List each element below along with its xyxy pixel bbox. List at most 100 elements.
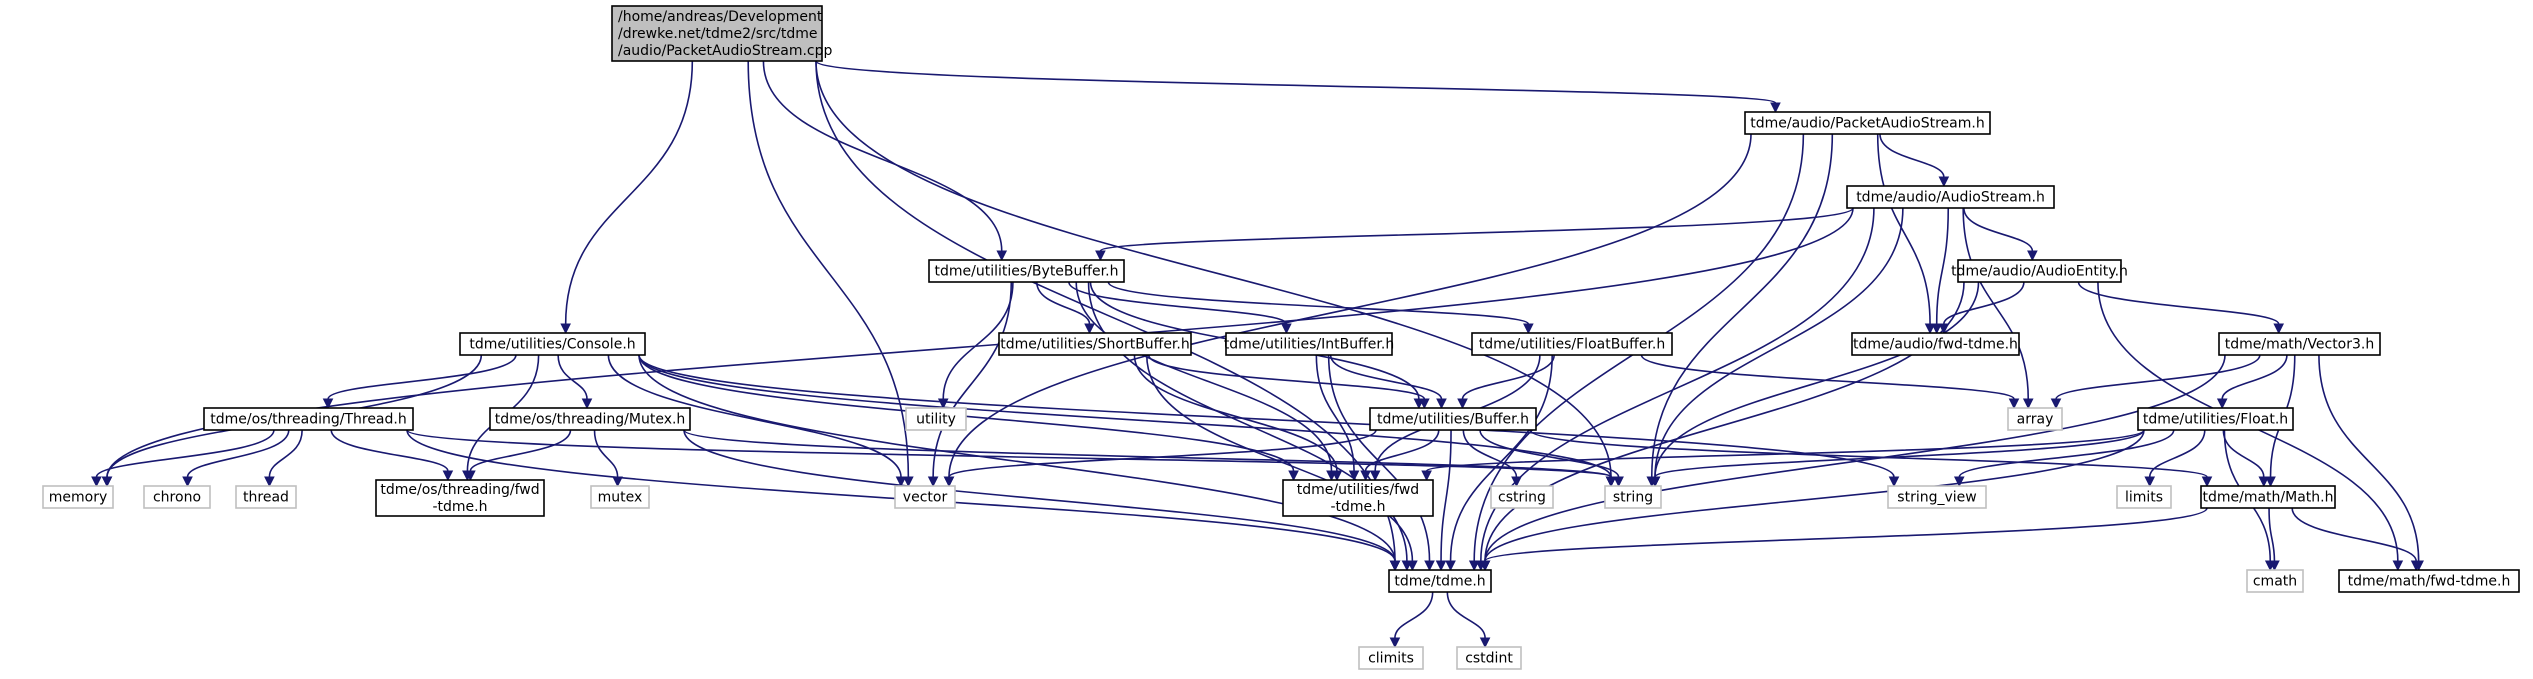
edge-line xyxy=(1484,281,1965,562)
edge-console_h-to-thread_h xyxy=(322,354,517,410)
edge-line xyxy=(1075,281,1333,472)
node-string: string xyxy=(1604,485,1662,509)
node-label: mutex xyxy=(598,490,643,506)
node-mutex-h[interactable]: tdme/os/threading/Mutex.h xyxy=(489,407,691,431)
edge-arrowhead xyxy=(2265,476,2276,488)
edge-line xyxy=(1099,207,1854,252)
node-math-h[interactable]: tdme/math/Math.h xyxy=(2200,485,2336,509)
edge-line xyxy=(2222,429,2265,478)
node-label: tdme/math/Vector3.h xyxy=(2225,337,2374,353)
edge-bytebuf_h-to-tdme_h xyxy=(1087,281,1413,572)
edge-arrowhead xyxy=(1924,323,1936,335)
edge-line xyxy=(638,354,1396,562)
node-box xyxy=(1846,185,2055,209)
node-box xyxy=(375,479,545,517)
edge-tdme_h-to-cstdint xyxy=(1446,591,1491,649)
edge-ae_h-to-audio_fwd xyxy=(1938,281,2025,335)
node-intbuf-h[interactable]: tdme/utilities/IntBuffer.h xyxy=(1224,332,1394,356)
edge-mutex_h-to-string xyxy=(683,429,1617,488)
edge-buffer_h-to-vector xyxy=(943,429,1377,488)
edge-bytebuf_h-to-shortbuf_h xyxy=(1035,281,1095,335)
node-label: tdme/audio/fwd-tdme.h xyxy=(1853,337,2018,353)
edge-line xyxy=(186,429,290,478)
node-thread-h[interactable]: tdme/os/threading/Thread.h xyxy=(203,407,414,431)
node-label: tdme/utilities/ShortBuffer.h xyxy=(1000,337,1189,353)
edge-math_h-to-tdme_h xyxy=(1479,507,2208,572)
node-label: string xyxy=(1613,490,1653,506)
edge-ae_h-to-vec3_h xyxy=(2077,281,2285,335)
edge-line xyxy=(948,429,1377,478)
node-label: /home/andreas/Development xyxy=(618,9,823,25)
node-shortbuf-h[interactable]: tdme/utilities/ShortBuffer.h xyxy=(998,332,1192,356)
node-vec3-h[interactable]: tdme/math/Vector3.h xyxy=(2218,332,2381,356)
edge-arrowhead xyxy=(91,476,102,488)
edge-arrowhead xyxy=(1095,250,1106,262)
node-box xyxy=(1369,407,1537,431)
node-float-h[interactable]: tdme/utilities/Float.h xyxy=(2137,407,2294,431)
edge-line xyxy=(1364,429,1440,472)
node-memory: memory xyxy=(42,485,114,509)
edge-arrowhead xyxy=(1479,560,1491,572)
node-label: /drewke.net/tdme2/src/tdme xyxy=(618,26,818,42)
edge-pas_h-to-vector xyxy=(943,133,1752,488)
node-climits: climits xyxy=(1358,646,1424,670)
edge-bytebuf_h-to-floatbuf_h xyxy=(1107,281,1534,335)
node-console-h[interactable]: tdme/utilities/Console.h xyxy=(459,332,646,356)
node-label: tdme/audio/AudioStream.h xyxy=(1856,190,2045,206)
node-bytebuf-h[interactable]: tdme/utilities/ByteBuffer.h xyxy=(928,259,1125,283)
node-box xyxy=(894,485,956,509)
edge-arrowhead xyxy=(1445,560,1456,572)
node-box xyxy=(1225,332,1393,356)
node-math-fwd[interactable]: tdme/math/fwd-tdme.h xyxy=(2338,569,2520,593)
edge-line xyxy=(1640,354,2015,400)
edge-float_h-to-string_view xyxy=(1953,429,2175,488)
edge-line xyxy=(1425,429,2145,472)
edge-float_h-to-string xyxy=(1649,429,2145,488)
node-thr-fwd[interactable]: tdme/os/threading/fwd-tdme.h xyxy=(375,479,545,517)
edge-tdme_h-to-climits xyxy=(1389,591,1434,649)
node-mutex: mutex xyxy=(590,485,650,509)
node-main[interactable]: /home/andreas/Development/drewke.net/tdm… xyxy=(611,5,833,62)
node-box xyxy=(1282,479,1434,517)
edge-line xyxy=(330,429,449,472)
node-box xyxy=(1358,646,1424,670)
edge-arrowhead xyxy=(1938,176,1950,188)
edge-arrowhead xyxy=(612,476,623,488)
node-buffer-h[interactable]: tdme/utilities/Buffer.h xyxy=(1369,407,1537,431)
node-pas-h[interactable]: tdme/audio/PacketAudioStream.h xyxy=(1744,111,1991,135)
node-label: tdme/os/threading/Mutex.h xyxy=(495,412,686,428)
node-cmath: cmath xyxy=(2246,569,2304,593)
node-box xyxy=(1604,485,1662,509)
edge-buffer_h-to-tdme_h xyxy=(1435,429,1452,572)
edge-arrowhead xyxy=(1770,102,1781,114)
edge-arrowhead xyxy=(943,476,955,488)
node-cstring: cstring xyxy=(1490,485,1554,509)
edge-line xyxy=(268,429,303,478)
edge-line xyxy=(747,60,910,478)
edge-line xyxy=(1394,591,1434,639)
edge-line xyxy=(1654,207,1904,478)
edge-arrowhead xyxy=(1468,560,1480,572)
edge-line xyxy=(1876,133,1931,325)
node-util-fwd[interactable]: tdme/utilities/fwd-tdme.h xyxy=(1282,479,1434,517)
node-tdme-h[interactable]: tdme/tdme.h xyxy=(1388,569,1492,593)
edge-floatbuf_h-to-array xyxy=(1640,354,2020,410)
node-ae-h[interactable]: tdme/audio/AudioEntity.h xyxy=(1951,259,2128,283)
edge-main-to-pas_h xyxy=(815,60,1781,114)
node-as-h[interactable]: tdme/audio/AudioStream.h xyxy=(1846,185,2055,209)
node-audio-fwd[interactable]: tdme/audio/fwd-tdme.h xyxy=(1851,332,2020,356)
node-label: tdme/utilities/fwd xyxy=(1297,482,1419,498)
edge-thread_h-to-thr_fwd xyxy=(330,429,454,482)
edge-thread_h-to-chrono xyxy=(182,429,290,488)
edge-line xyxy=(1068,281,1288,325)
edge-arrowhead xyxy=(560,323,571,335)
edge-arrowhead xyxy=(2258,476,2270,488)
edge-line xyxy=(683,429,1612,478)
node-box xyxy=(2137,407,2294,431)
edge-line xyxy=(95,429,275,478)
node-label: tdme/os/threading/Thread.h xyxy=(210,412,406,428)
node-floatbuf-h[interactable]: tdme/utilities/FloatBuffer.h xyxy=(1471,332,1673,356)
node-label: limits xyxy=(2125,490,2163,506)
edge-arrowhead xyxy=(2273,323,2285,335)
